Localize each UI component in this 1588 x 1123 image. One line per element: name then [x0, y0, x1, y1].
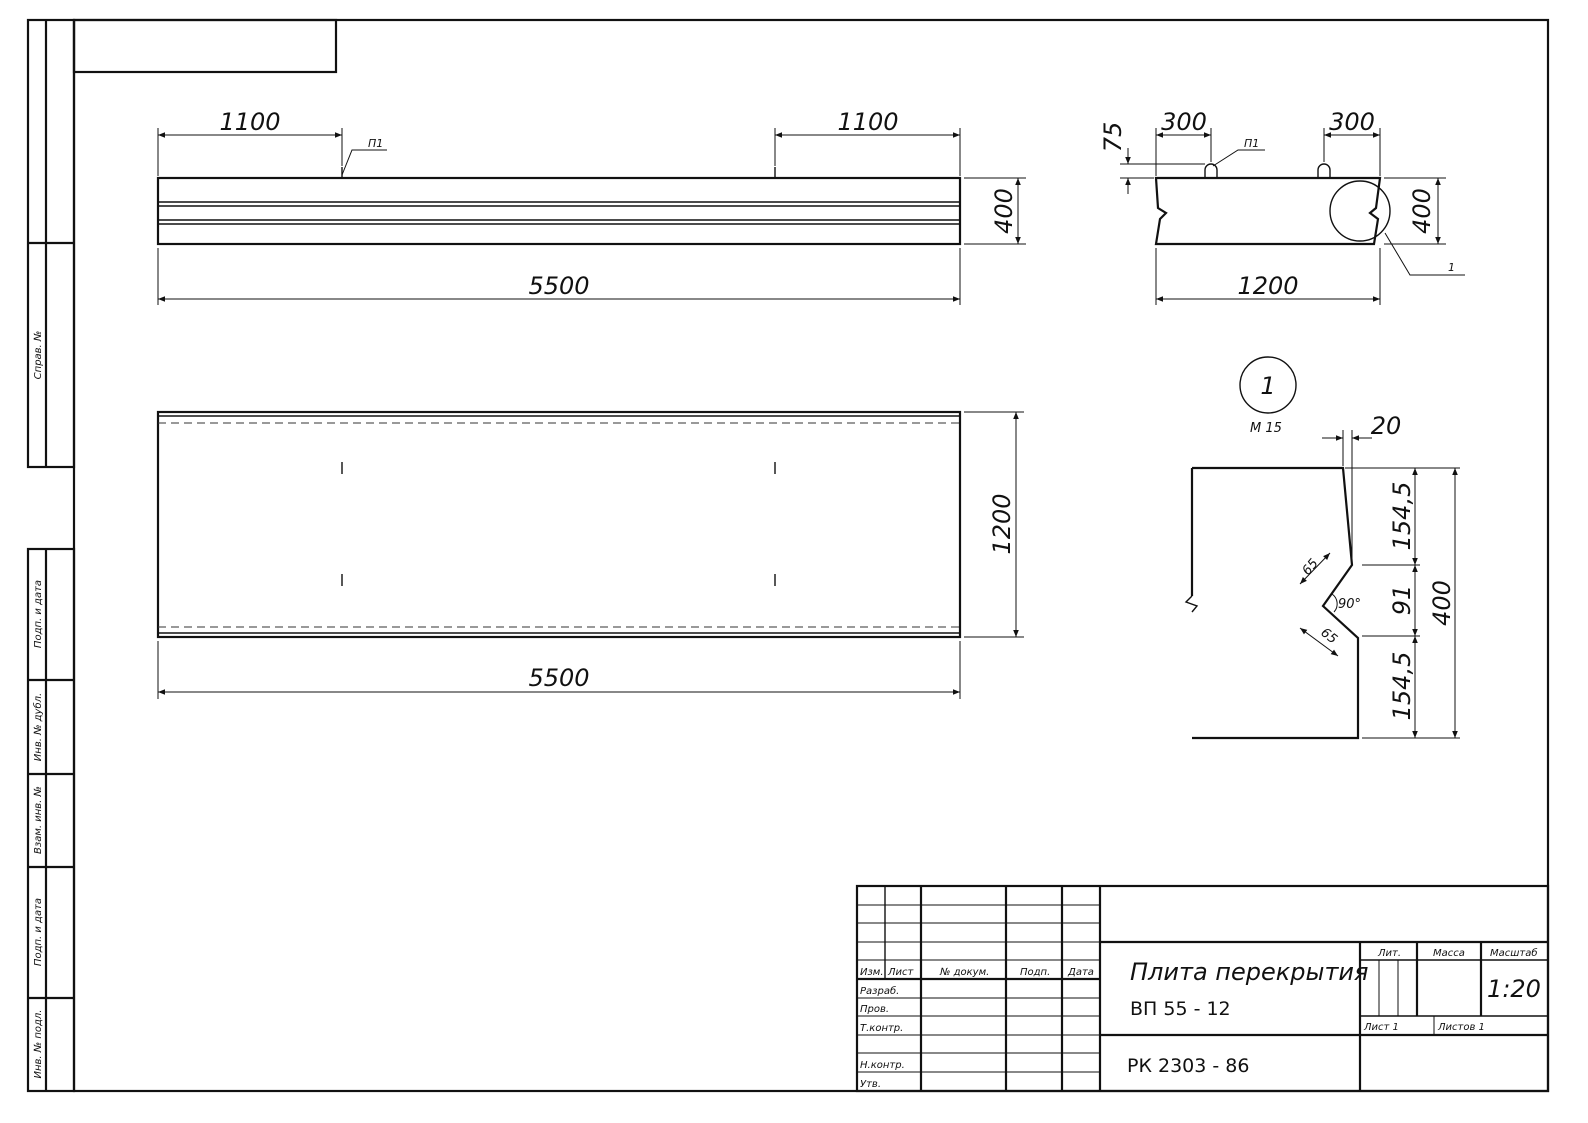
detail-dim-65-bottom: 65	[1318, 625, 1340, 647]
detail-dim-mid: 91	[1388, 585, 1416, 616]
side-labels: Справ. № Подп. и дата Инв. № дубл. Взам.…	[32, 331, 44, 1079]
detail-angle: 90°	[1338, 597, 1361, 612]
plan-view: 1200 5500	[156, 410, 1024, 699]
loop-label: П1	[368, 137, 383, 150]
detail-scale: М 15	[1250, 421, 1282, 436]
tb-sheet: Лист 1	[1363, 1022, 1399, 1033]
dim-text-width: 1200	[988, 493, 1016, 554]
dim-text-length: 5500	[528, 664, 589, 692]
dim-text-left: 1100	[219, 108, 280, 136]
tb-scale-value: 1:20	[1487, 975, 1541, 1003]
detail-dim-total: 400	[1428, 580, 1456, 626]
side-strip-lower	[26, 547, 76, 1093]
section-loop-left	[1204, 163, 1218, 178]
detail-dim-top: 154,5	[1388, 482, 1416, 551]
tb-mass-label: Масса	[1433, 948, 1465, 959]
detail-dim-65-top: 65	[1300, 556, 1322, 578]
detail-label-circle	[1239, 356, 1297, 414]
dim-text-length: 5500	[528, 272, 589, 300]
document-number: РК 2303 - 86	[1127, 1055, 1249, 1077]
detail-outline	[1192, 466, 1360, 740]
side-label-podp-data-1: Подп. и дата	[33, 580, 44, 648]
detail-dim-bottom: 154,5	[1388, 652, 1416, 721]
section-dim-height: 400	[1408, 188, 1436, 234]
section-dim-75: 75	[1099, 122, 1127, 153]
section-dim-right: 300	[1329, 108, 1375, 136]
section-loop-right	[1317, 163, 1331, 178]
elevation-view: П1 1100 1100 5500 400	[156, 108, 1026, 305]
sheet-frame	[26, 18, 1550, 1093]
side-label-vzam-inv: Взам. инв. №	[33, 786, 44, 854]
section-dim-left: 300	[1161, 108, 1207, 136]
side-label-inv-dubl: Инв. № дубл.	[32, 693, 44, 761]
section-loop-label: П1	[1244, 137, 1259, 150]
tb-scale-label: Масштаб	[1490, 947, 1538, 959]
tb-row-prov: Пров.	[860, 1004, 889, 1015]
side-label-inv-podl: Инв. № подл.	[33, 1010, 44, 1079]
slab-elevation-outline	[156, 176, 962, 246]
detail-callout-label: 1	[1448, 261, 1455, 274]
detail-callout-circle	[1329, 180, 1391, 242]
detail-view: 1 М 15 20 154,5 91 154,5 400 65 65 90°	[1184, 356, 1460, 740]
tb-col-doc: № докум.	[939, 967, 989, 978]
top-left-stamp	[72, 18, 338, 74]
dim-text-height: 400	[990, 188, 1018, 234]
drawing-title: Плита перекрытия	[1130, 958, 1368, 986]
side-label-podp-data-2: Подп. и дата	[33, 898, 44, 966]
tb-col-list: Лист	[887, 967, 915, 978]
slab-plan-outline	[156, 410, 962, 639]
tb-col-data: Дата	[1067, 967, 1094, 978]
dim-text-right: 1100	[837, 108, 898, 136]
side-label-spravochny: Справ. №	[33, 331, 44, 380]
tb-row-nkontr: Н.контр.	[860, 1060, 905, 1071]
detail-number: 1	[1260, 372, 1275, 400]
tb-sheets: Листов 1	[1437, 1022, 1485, 1033]
drawing-designation: ВП 55 - 12	[1130, 998, 1231, 1020]
tb-row-utv: Утв.	[860, 1079, 881, 1090]
detail-dim-20: 20	[1371, 412, 1402, 440]
tb-row-tkontr: Т.контр.	[860, 1023, 903, 1034]
title-block: Изм. Лист № докум. Подп. Дата Разраб. Пр…	[855, 884, 1550, 1093]
cross-section-view: 1 П1 300 300 1200 400 75	[1099, 108, 1465, 305]
section-dim-width: 1200	[1237, 272, 1298, 300]
tb-row-razrab: Разраб.	[860, 985, 899, 997]
tb-lit-label: Лит.	[1377, 948, 1401, 959]
detail-callout-leader	[1384, 232, 1465, 276]
loop-leader	[341, 149, 387, 176]
tb-col-izm: Изм.	[860, 967, 884, 978]
tb-col-podp: Подп.	[1020, 967, 1050, 978]
section-outline	[1154, 176, 1382, 246]
break-line	[1184, 595, 1199, 613]
